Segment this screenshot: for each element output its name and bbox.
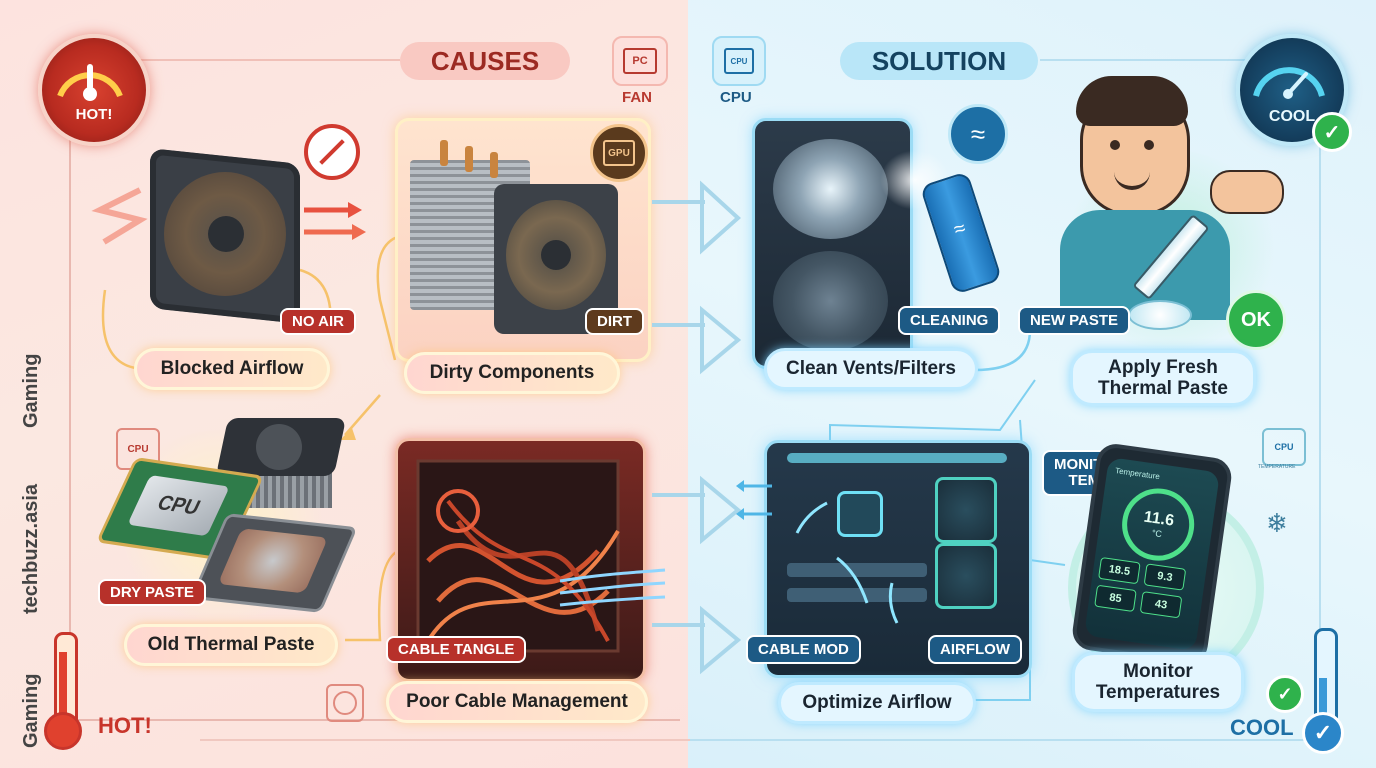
phone-illustration: Temperature 11.6 °C 18.5 9.3 85 43 [1070, 441, 1234, 667]
causes-heading: CAUSES [400, 42, 570, 80]
wind-icon: ≈ [948, 104, 1008, 164]
solution-heading: SOLUTION [840, 42, 1038, 80]
monitor-line2: Temperatures [1095, 682, 1221, 703]
technician-illustration [1040, 70, 1284, 350]
gpu-icon: GPU [590, 124, 648, 182]
side-label-site: techbuzz.asia [20, 483, 42, 614]
airflow-tag: AIRFLOW [928, 635, 1022, 664]
fan-chip-icon [326, 684, 364, 722]
old-thermal-paste-label: Old Thermal Paste [124, 624, 338, 666]
transition-arrows [652, 180, 742, 675]
hot-bottom-label: HOT! [98, 713, 152, 738]
pc-icon: PC [612, 36, 668, 86]
phone-value-1: 18.5 [1098, 556, 1141, 585]
fan-label: FAN [622, 89, 652, 106]
exhaust-arrows [736, 480, 772, 520]
phone-value-3: 85 [1094, 584, 1137, 613]
phone-temp: 11.6 [1142, 508, 1176, 530]
airflow-lines [559, 568, 666, 607]
phone-gauge: 11.6 °C [1117, 483, 1199, 566]
dirt-tag: DIRT [585, 308, 644, 335]
side-cpu-icon: CPU [1262, 428, 1306, 466]
apply-paste-line1: Apply Fresh [1108, 357, 1218, 378]
phone-unit: °C [1151, 527, 1163, 540]
cpu-chip-text: CPU [127, 475, 230, 537]
no-airflow-icon [304, 124, 360, 180]
hot-gauge-label: HOT! [75, 106, 113, 123]
apply-paste-line2: Thermal Paste [1098, 378, 1228, 399]
cpu-icon-text: CPU [724, 48, 754, 74]
dirty-fan-illustration [140, 148, 305, 324]
gpu-icon-text: GPU [603, 140, 635, 166]
tangled-cables [416, 459, 620, 653]
side-label-gaming-bottom: Gaming [20, 673, 42, 748]
cool-down-icon: ❄ [1266, 508, 1288, 538]
new-paste-tag: NEW PASTE [1018, 306, 1131, 335]
phone-title: Temperature [1114, 466, 1161, 482]
pc-icon-text: PC [623, 48, 657, 74]
monitor-line1: Monitor [1123, 661, 1193, 682]
heat-glow [91, 187, 148, 245]
side-icon-caption: TEMPERATURE [1258, 464, 1296, 470]
cool-thermometer: ✓ [1302, 628, 1346, 754]
clean-vents-label: Clean Vents/Filters [764, 348, 978, 390]
cpu-icon: CPU [712, 36, 766, 86]
ok-badge: OK [1226, 290, 1286, 350]
cpu-label: CPU [720, 89, 752, 106]
cable-mod-tag: CABLE MOD [746, 635, 861, 664]
dry-paste-tag: DRY PASTE [98, 579, 206, 606]
blocked-airflow-label: Blocked Airflow [134, 348, 330, 390]
check-icon: ✓ [1312, 112, 1352, 152]
apply-paste-label: Apply Fresh Thermal Paste [1070, 350, 1256, 406]
hot-gauge: HOT! [38, 34, 150, 146]
poor-cable-management-label: Poor Cable Management [386, 681, 648, 723]
phone-value-2: 9.3 [1143, 563, 1187, 591]
no-air-tag: NO AIR [280, 308, 356, 335]
cool-gauge-label: COOL [1268, 108, 1316, 125]
monitor-temperatures-label: Monitor Temperatures [1072, 652, 1244, 712]
bottom-check-icon: ✓ [1266, 675, 1304, 713]
cable-tangle-tag: CABLE TANGLE [386, 636, 527, 663]
airflow-arrows [795, 501, 899, 624]
paste-blob [1128, 300, 1192, 330]
cleaning-tag: CLEANING [898, 306, 1001, 335]
side-label-gaming-top: Gaming [20, 353, 42, 428]
cool-bottom-label: COOL [1230, 715, 1294, 740]
phone-value-4: 43 [1139, 591, 1183, 619]
dirty-components-label: Dirty Components [404, 352, 620, 394]
hot-thermometer [44, 632, 84, 752]
optimize-airflow-label: Optimize Airflow [778, 682, 976, 724]
heat-arrows [304, 202, 366, 240]
